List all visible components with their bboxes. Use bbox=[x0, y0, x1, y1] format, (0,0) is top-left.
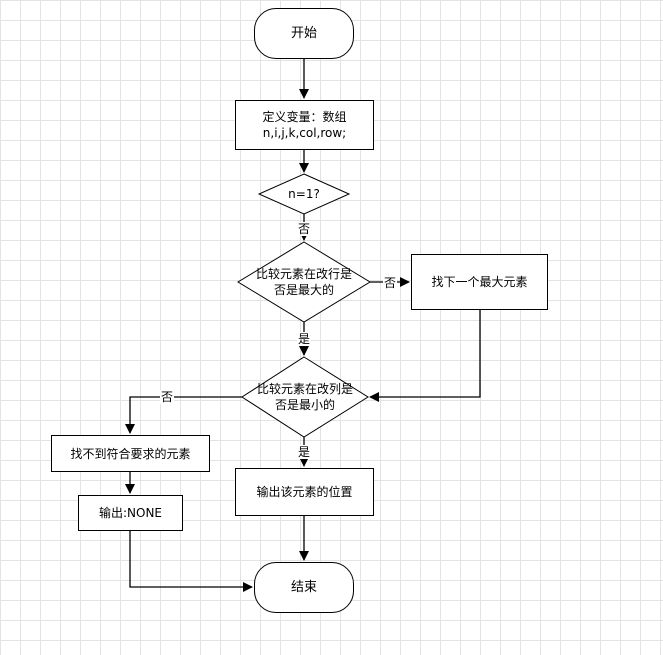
edge-next-max-col bbox=[369, 310, 481, 402]
end-node: 结束 bbox=[254, 562, 354, 613]
decision-n-node: n=1? bbox=[259, 184, 349, 204]
output-none-node: 输出:NONE bbox=[78, 495, 183, 531]
decision-row-label-line1: 比较元素在改行是 bbox=[255, 267, 352, 281]
not-found-node: 找不到符合要求的元素 bbox=[51, 435, 210, 472]
output-position-node: 输出该元素的位置 bbox=[235, 468, 374, 516]
decision-row-node: 比较元素在改行是 否是最大的 bbox=[238, 264, 370, 300]
not-found-label: 找不到符合要求的元素 bbox=[70, 446, 191, 461]
edge-label-col-no: 否 bbox=[160, 390, 175, 404]
next-max-node: 找下一个最大元素 bbox=[411, 254, 548, 310]
output-position-label: 输出该元素的位置 bbox=[256, 485, 353, 499]
edge-output-none-end bbox=[129, 531, 253, 592]
edge-label-col-yes: 是 bbox=[297, 445, 312, 459]
decision-col-node: 比较元素在改列是 否是最小的 bbox=[242, 379, 368, 415]
start-label: 开始 bbox=[290, 25, 317, 41]
edge-label-row-no: 否 bbox=[383, 276, 398, 290]
define-label-line2: n,i,j,k,col,row; bbox=[262, 126, 347, 140]
decision-n-label: n=1? bbox=[288, 187, 320, 201]
define-variables-node: 定义变量：数组 n,i,j,k,col,row; bbox=[235, 100, 374, 150]
edge-label-n-no: 否 bbox=[297, 222, 312, 236]
edge-col-not-found bbox=[125, 396, 242, 434]
start-node: 开始 bbox=[254, 8, 354, 59]
end-label: 结束 bbox=[290, 579, 317, 595]
decision-col-label-line2: 否是最小的 bbox=[274, 398, 335, 412]
decision-row-label-line2: 否是最大的 bbox=[273, 283, 334, 297]
define-label-line1: 定义变量：数组 bbox=[262, 110, 347, 124]
output-none-label: 输出:NONE bbox=[98, 506, 163, 520]
decision-col-label-line1: 比较元素在改列是 bbox=[256, 382, 353, 396]
next-max-label: 找下一个最大元素 bbox=[431, 275, 528, 289]
edge-label-row-yes: 是 bbox=[297, 332, 312, 346]
